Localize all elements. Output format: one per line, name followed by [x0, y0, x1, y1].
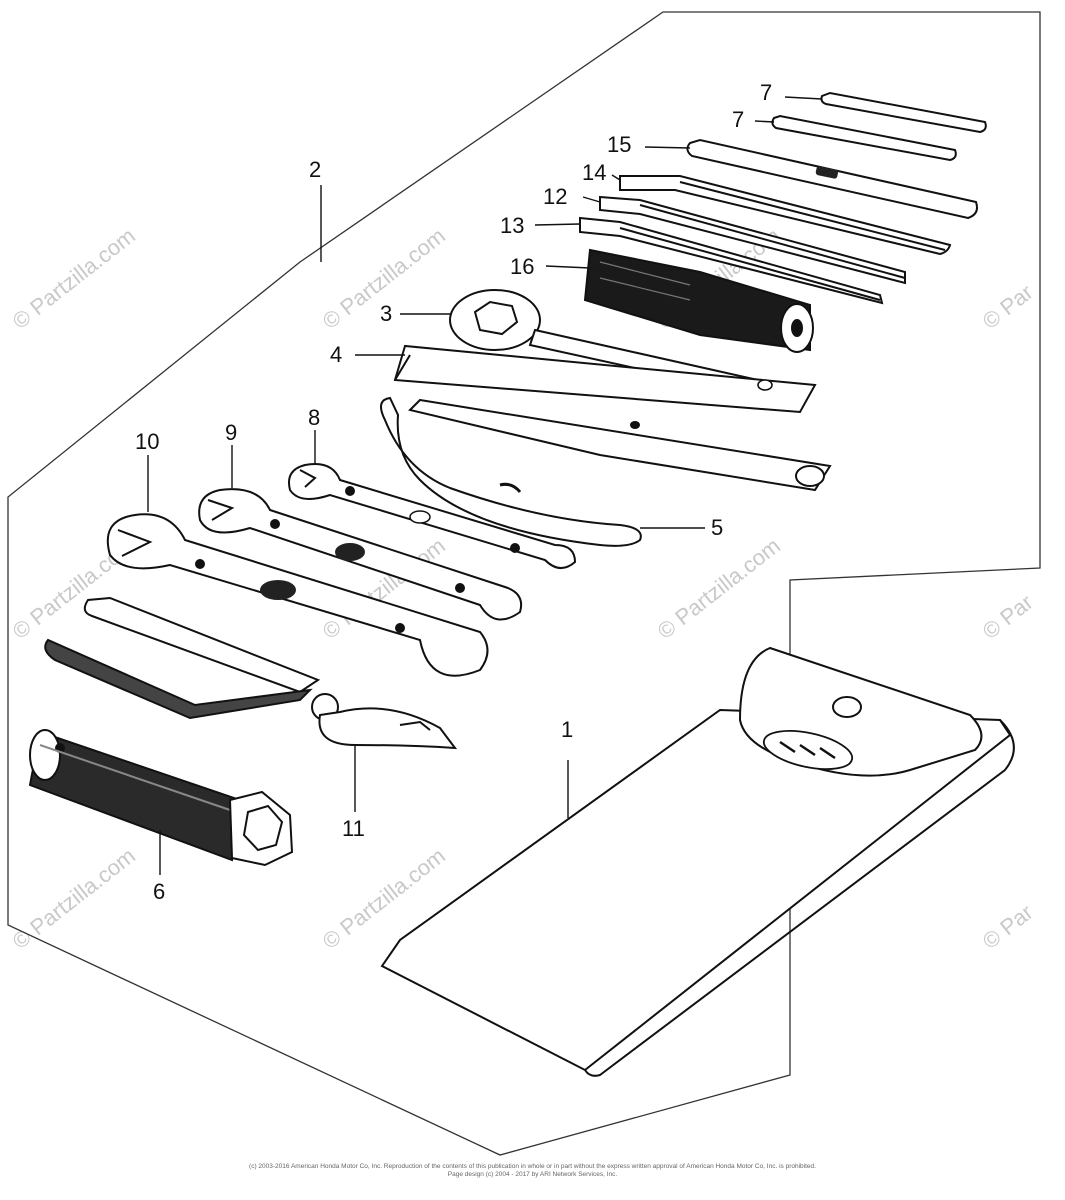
- part-1-tool-bag: [380, 646, 1015, 1077]
- part-15-flat-bar: [644, 138, 978, 220]
- callout-3: 3: [380, 301, 392, 326]
- part-7-lower: [754, 114, 957, 162]
- page-design-line: Page design (c) 2004 - 2017 by ARI Netwo…: [447, 1171, 618, 1178]
- copyright-footer: (c) 2003-2016 American Honda Motor Co, I…: [0, 1163, 1065, 1179]
- part-10-double-wrench: [106, 455, 489, 677]
- callout-16: 16: [510, 254, 534, 279]
- callout-4: 4: [330, 342, 342, 367]
- part-6-box-wrench: [28, 729, 294, 875]
- kit-boundary-outline: [7, 11, 1041, 1156]
- watermark: © Par: [978, 899, 1038, 954]
- callout-14: 14: [582, 160, 606, 185]
- callout-15: 15: [607, 132, 631, 157]
- watermark: © Par: [978, 589, 1038, 644]
- callout-5: 5: [711, 515, 723, 540]
- part-13-screwdriver: [534, 216, 884, 305]
- callout-6: 6: [153, 879, 165, 904]
- callout-labels: 7 7 15 14 12 13 16 2 3 4 5 8 9 10 11 6 1: [135, 80, 772, 904]
- part-7-upper: [784, 91, 987, 134]
- watermark: © Partzilla.com: [8, 223, 140, 334]
- watermark: © Partzilla.com: [8, 843, 140, 954]
- callout-13: 13: [500, 213, 524, 238]
- part-4-flat-bar: [355, 344, 817, 414]
- part-9-double-wrench: [198, 445, 523, 621]
- part-12-screwdriver: [582, 195, 906, 285]
- part-8-double-wrench: [288, 430, 577, 569]
- part-16-screwdriver-handle: [545, 248, 814, 353]
- watermark: © Par: [978, 279, 1038, 334]
- callout-7-upper: 7: [760, 80, 772, 105]
- callout-8: 8: [308, 405, 320, 430]
- part-5-pin-spanner: [380, 396, 832, 547]
- callout-12: 12: [543, 184, 567, 209]
- part-14-screwdriver: [611, 174, 952, 256]
- callout-2: 2: [309, 157, 321, 182]
- callout-11: 11: [342, 816, 365, 841]
- callout-1: 1: [561, 717, 573, 742]
- part-11-pliers: [44, 596, 458, 812]
- watermark: © Partzilla.com: [653, 533, 785, 644]
- callout-9: 9: [225, 420, 237, 445]
- copyright-line: (c) 2003-2016 American Honda Motor Co, I…: [249, 1163, 816, 1170]
- callout-10: 10: [135, 429, 159, 454]
- callout-7-lower: 7: [732, 107, 744, 132]
